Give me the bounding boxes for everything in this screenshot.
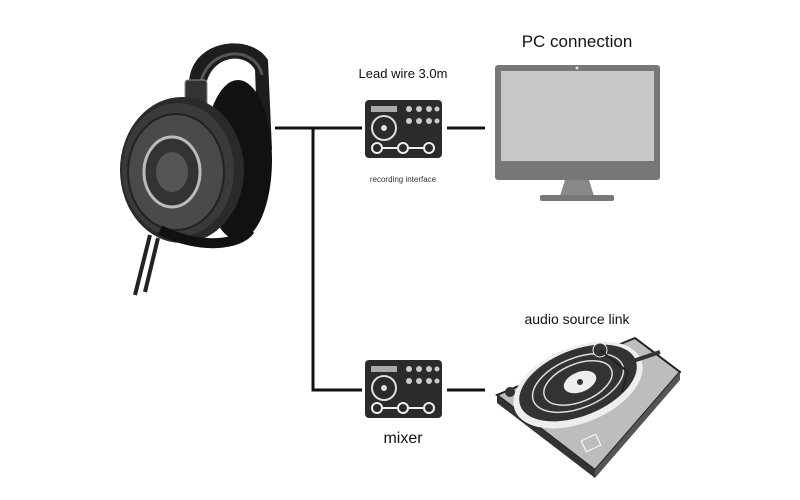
- mixer-label: mixer: [383, 430, 423, 447]
- headphones-image: [120, 43, 272, 296]
- recording-interface-label: recording interface: [369, 175, 437, 184]
- mixer-icon: [365, 360, 442, 418]
- wire-branch: [311, 128, 362, 392]
- wires: [275, 126, 485, 392]
- lead-wire-label: Lead wire 3.0m: [358, 66, 448, 81]
- recording-interface-icon: [365, 100, 442, 158]
- pc-connection-label: PC connection: [521, 32, 633, 51]
- monitor-icon: [495, 65, 660, 201]
- turntable-icon: [495, 336, 682, 478]
- audio-source-link-label: audio source link: [524, 311, 630, 327]
